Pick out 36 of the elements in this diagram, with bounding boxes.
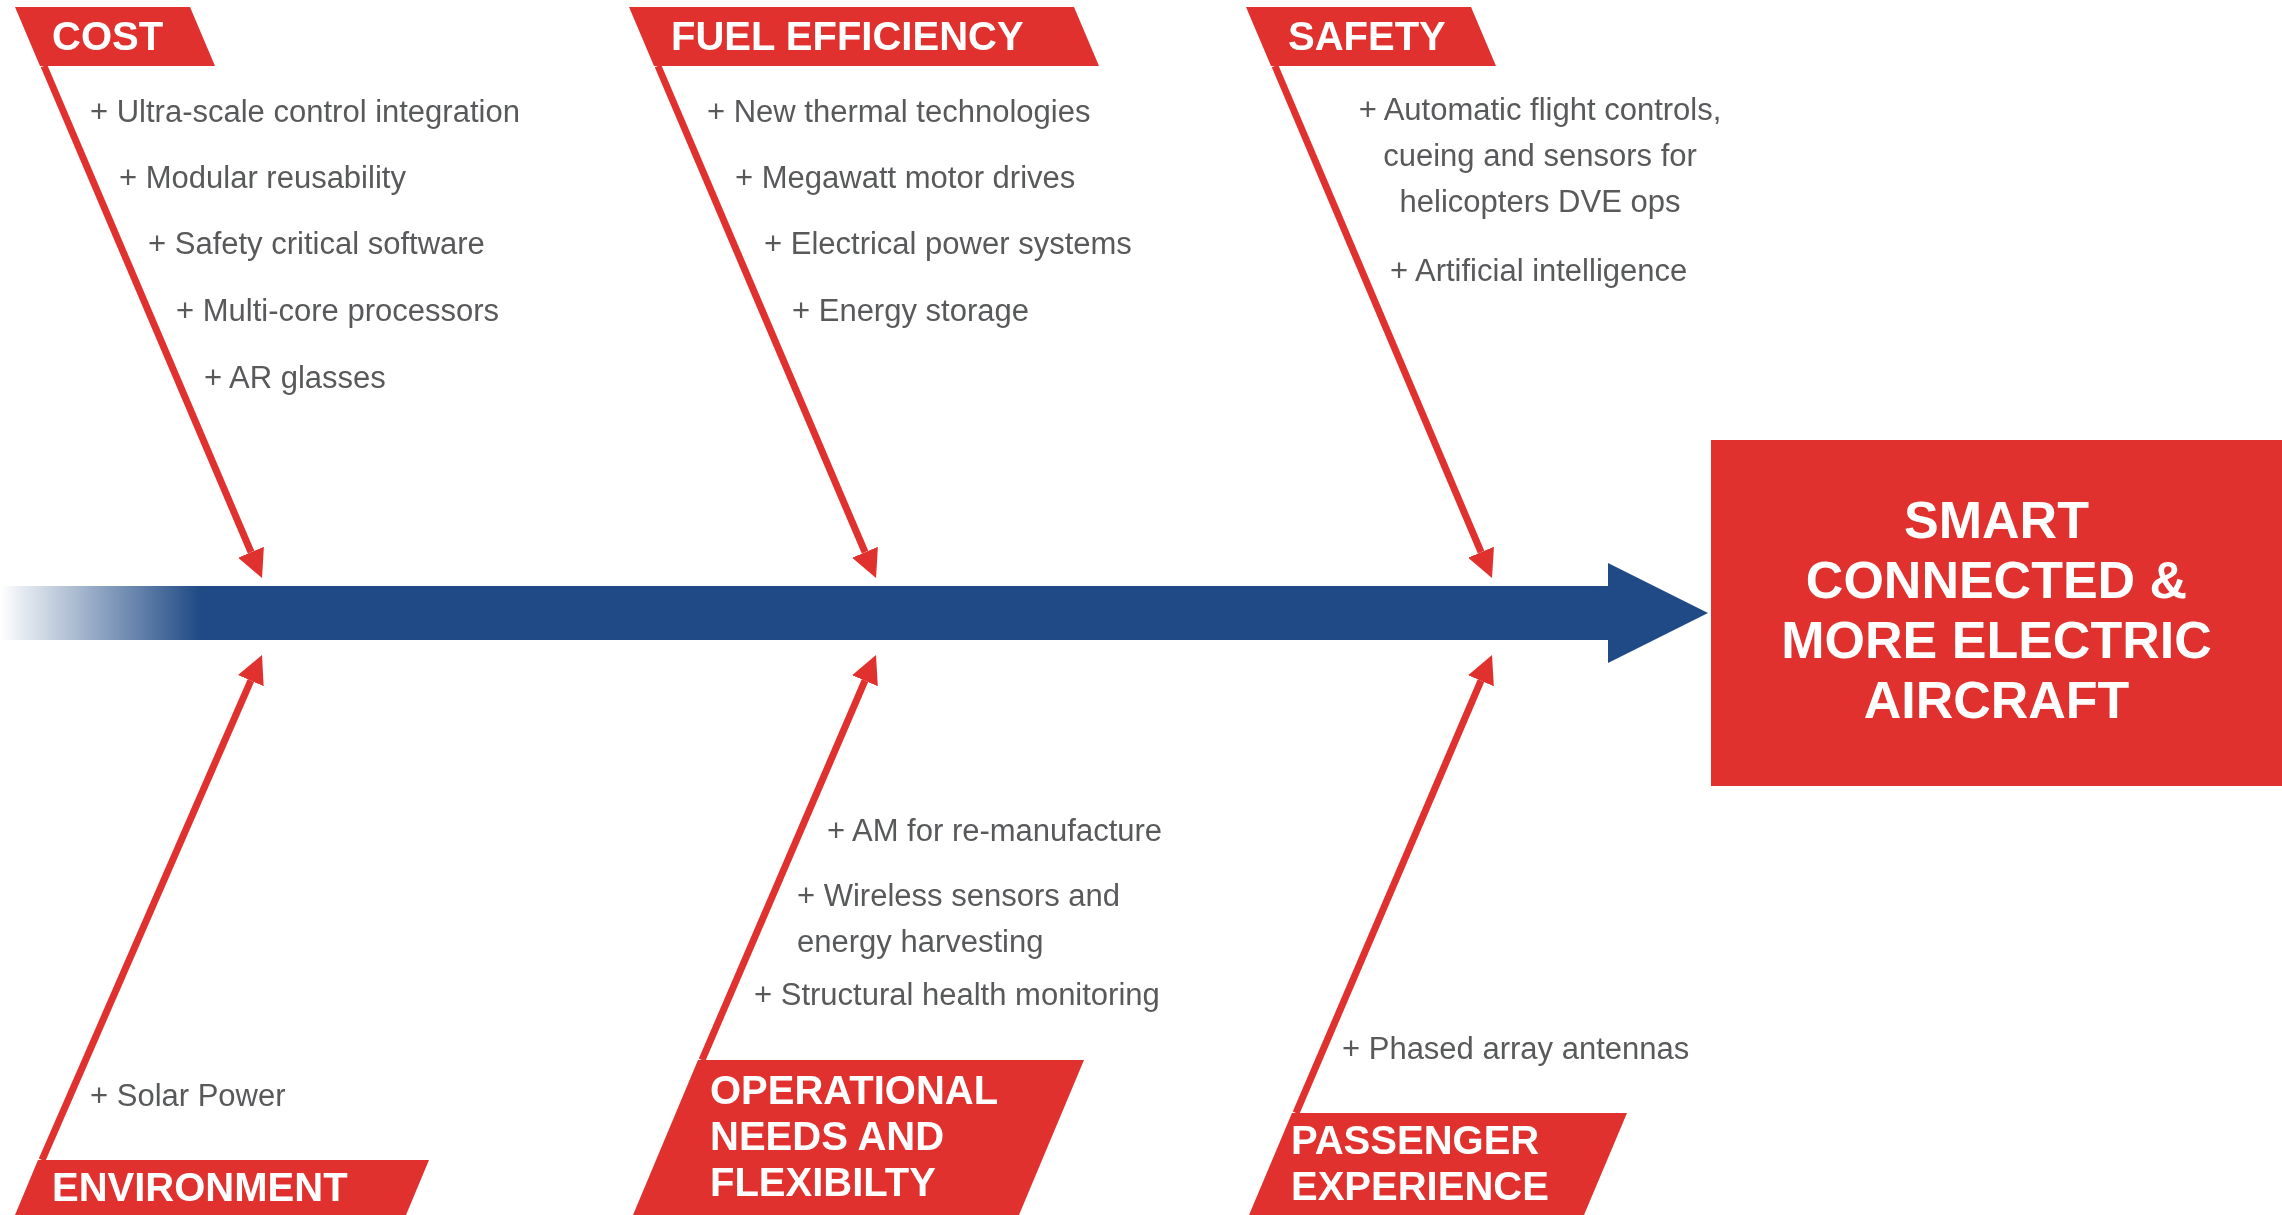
list-item: + Multi-core processors <box>176 292 500 330</box>
result-text: SMART CONNECTED & MORE ELECTRIC AIRCRAFT <box>1781 490 2212 730</box>
list-item: + Safety critical software <box>148 225 485 263</box>
list-item: + New thermal technologies <box>707 93 1091 131</box>
arrow <box>38 655 264 1162</box>
list-item: + Wireless sensors and energy harvesting <box>797 877 1122 961</box>
category-title: FUEL EFFICIENCY <box>671 13 1024 59</box>
category-title: SAFETY <box>1288 13 1446 59</box>
category-label <box>15 1160 429 1215</box>
category-label <box>1246 7 1496 66</box>
category-label <box>633 1060 1084 1215</box>
arrow <box>654 64 878 578</box>
list-item: + Energy storage <box>792 292 1029 330</box>
category-title: OPERATIONAL NEEDS AND FLEXIBILTY <box>710 1067 999 1205</box>
arrow <box>698 655 878 1062</box>
category-title: ENVIRONMENT <box>52 1164 348 1210</box>
result-box <box>1711 440 2282 786</box>
arrow <box>1292 655 1494 1115</box>
arrow <box>1271 64 1494 578</box>
list-item: + Automatic flight controls, cueing and sensors for helicopters DVE ops <box>1357 91 1723 221</box>
category-label <box>1249 1113 1627 1215</box>
list-item: + Megawatt motor drives <box>735 159 1076 197</box>
list-item: + Solar Power <box>90 1077 286 1115</box>
category-label <box>15 7 215 66</box>
list-item: + AR glasses <box>204 359 386 397</box>
list-item: + Modular reusability <box>119 159 406 197</box>
list-item: + Electrical power systems <box>764 225 1132 263</box>
category-title: PASSENGER EXPERIENCE <box>1291 1117 1550 1209</box>
list-item: + Structural health monitoring <box>754 976 1160 1014</box>
category-title: COST <box>52 13 164 59</box>
list-item: + Ultra-scale control integration <box>90 93 520 131</box>
list-item: + Artificial intelligence <box>1390 252 1688 290</box>
list-item: + Phased array antennas <box>1342 1030 1690 1068</box>
list-item: + AM for re-manufacture <box>827 812 1163 850</box>
category-label <box>629 7 1099 66</box>
arrow <box>40 64 264 578</box>
